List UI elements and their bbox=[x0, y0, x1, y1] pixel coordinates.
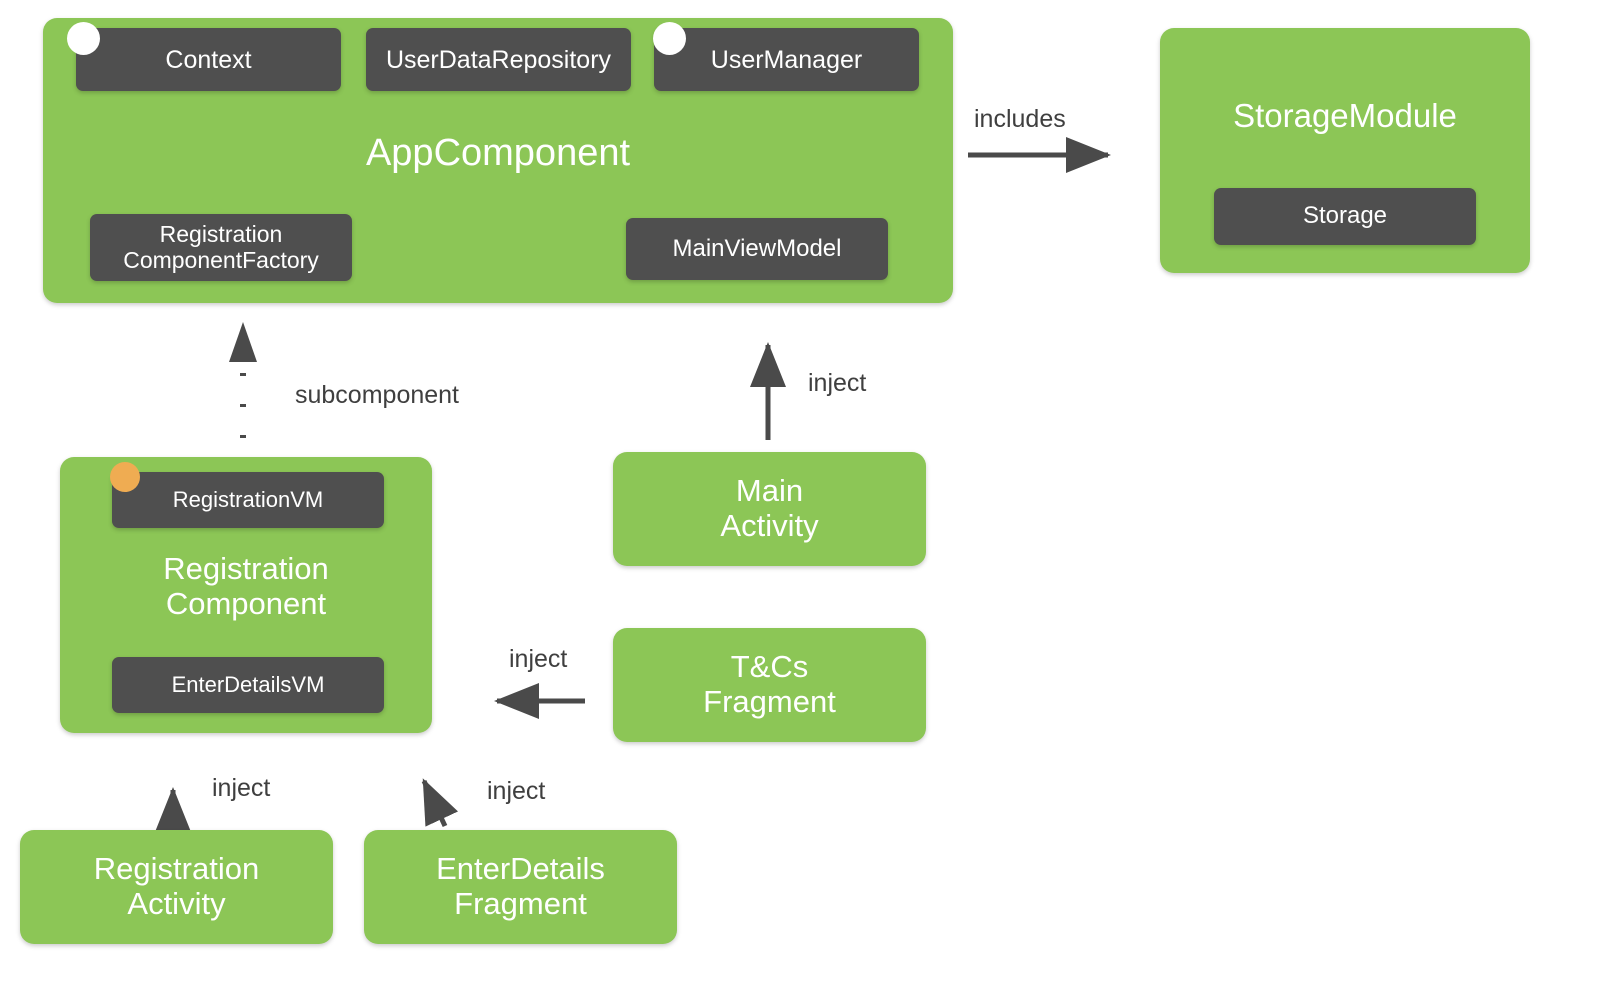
registration-component-title: Registration Component bbox=[163, 551, 329, 621]
edge-label-inject-registration: inject bbox=[212, 774, 271, 802]
client-registration-activity[interactable]: Registration Activity bbox=[20, 830, 333, 944]
client-enter-details-fragment[interactable]: EnterDetails Fragment bbox=[364, 830, 677, 944]
binding-registration-component-factory[interactable]: Registration ComponentFactory bbox=[90, 214, 352, 281]
app-component-title: AppComponent bbox=[365, 132, 631, 174]
binding-context[interactable]: Context bbox=[76, 28, 341, 91]
edge-label-inject-tcs: inject bbox=[509, 645, 568, 673]
storage-module-title: StorageModule bbox=[1233, 97, 1457, 134]
binding-registration-vm[interactable]: RegistrationVM bbox=[112, 472, 384, 528]
binding-main-view-model[interactable]: MainViewModel bbox=[626, 218, 888, 280]
edge-label-inject-main: inject bbox=[808, 369, 867, 397]
edge-label-inject-enter-details: inject bbox=[487, 777, 546, 805]
binding-user-data-repository[interactable]: UserDataRepository bbox=[366, 28, 631, 91]
binding-storage[interactable]: Storage bbox=[1214, 188, 1476, 245]
edge-subcomponent bbox=[229, 322, 257, 438]
client-tcs-fragment[interactable]: T&Cs Fragment bbox=[613, 628, 926, 742]
scope-dot-icon-context bbox=[67, 22, 100, 55]
edge-label-includes: includes bbox=[974, 105, 1066, 133]
client-main-activity[interactable]: Main Activity bbox=[613, 452, 926, 566]
edge-label-subcomponent: subcomponent bbox=[295, 381, 460, 409]
edge-inject-enter-details-fragment bbox=[421, 778, 459, 828]
scope-dot-icon-registration-vm bbox=[110, 462, 140, 492]
binding-user-manager[interactable]: UserManager bbox=[654, 28, 919, 91]
scope-dot-icon-user-manager bbox=[653, 22, 686, 55]
binding-enter-details-vm[interactable]: EnterDetailsVM bbox=[112, 657, 384, 713]
